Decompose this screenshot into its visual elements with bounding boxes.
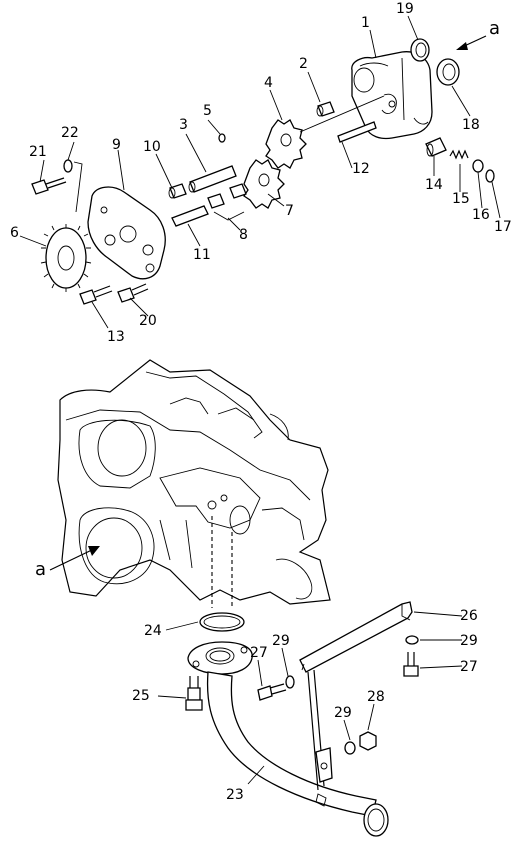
seal-ring-part bbox=[410, 38, 430, 62]
bolt-21-part bbox=[31, 177, 67, 195]
callout-19: 19 bbox=[396, 1, 414, 17]
washer-22-part bbox=[63, 159, 83, 213]
callout-5: 5 bbox=[203, 103, 212, 119]
callout-16: 16 bbox=[472, 207, 490, 223]
callout-23: 23 bbox=[226, 787, 244, 803]
callout-9: 9 bbox=[112, 137, 121, 153]
callout-3: 3 bbox=[179, 117, 188, 133]
o-ring-part bbox=[199, 612, 245, 632]
callout-8: 8 bbox=[239, 227, 248, 243]
drive-shaft-part bbox=[188, 165, 237, 193]
view-marker-bottom: a bbox=[35, 559, 47, 580]
callout-2: 2 bbox=[299, 56, 308, 72]
callout-4: 4 bbox=[264, 75, 273, 91]
callout-11: 11 bbox=[193, 247, 211, 263]
bolt-27-left-part bbox=[257, 683, 287, 701]
bracket-part bbox=[299, 601, 413, 791]
pin-part bbox=[218, 133, 226, 143]
view-arrow-top bbox=[456, 35, 487, 50]
spring-part bbox=[449, 149, 469, 160]
pump-body-part bbox=[351, 51, 433, 140]
washer-part bbox=[485, 169, 495, 183]
callout-28: 28 bbox=[367, 689, 385, 705]
callout-27b: 27 bbox=[460, 659, 478, 675]
callout-1: 1 bbox=[361, 15, 370, 31]
engine-block-outline bbox=[57, 359, 331, 608]
view-marker-top: a bbox=[489, 18, 501, 39]
bolt-27-right-part bbox=[403, 652, 419, 677]
bolt-13-part bbox=[79, 285, 113, 305]
callout-13: 13 bbox=[107, 329, 125, 345]
callout-26: 26 bbox=[460, 608, 478, 624]
callout-25: 25 bbox=[132, 688, 150, 704]
pump-cover-part bbox=[87, 186, 166, 280]
callout-18: 18 bbox=[462, 117, 480, 133]
callout-10: 10 bbox=[143, 139, 161, 155]
bolt-20-part bbox=[117, 283, 149, 303]
callout-21: 21 bbox=[29, 144, 47, 160]
driven-gear-part bbox=[265, 95, 385, 169]
callout-6: 6 bbox=[10, 225, 19, 241]
cover-plate-part bbox=[436, 58, 460, 86]
callout-17: 17 bbox=[494, 219, 512, 235]
callout-20: 20 bbox=[139, 313, 157, 329]
callout-7: 7 bbox=[285, 203, 294, 219]
washer-29-left-part bbox=[285, 675, 295, 689]
view-arrow-bottom bbox=[49, 546, 100, 571]
callout-27a: 27 bbox=[250, 645, 268, 661]
nut-part bbox=[359, 731, 377, 751]
callout-14: 14 bbox=[425, 177, 443, 193]
callout-15: 15 bbox=[452, 191, 470, 207]
callout-22: 22 bbox=[61, 125, 79, 141]
idler-shaft-part bbox=[171, 205, 209, 227]
relief-valve-part bbox=[425, 137, 447, 157]
washer-29-right-part bbox=[405, 635, 419, 645]
bolt-25-part bbox=[185, 676, 203, 711]
callout-29a: 29 bbox=[272, 633, 290, 649]
bushing-pair-part bbox=[207, 183, 247, 221]
washer-29-bottom-part bbox=[344, 741, 356, 755]
suction-pipe-part bbox=[187, 641, 389, 837]
callout-24: 24 bbox=[144, 623, 162, 639]
drive-gear-part bbox=[243, 159, 285, 209]
timing-gear-part bbox=[40, 224, 92, 292]
shaft-part bbox=[337, 121, 377, 143]
leader-lines-bottom bbox=[157, 611, 463, 785]
callout-29b: 29 bbox=[460, 633, 478, 649]
callout-29c: 29 bbox=[334, 705, 352, 721]
leader-lines-top bbox=[19, 15, 501, 329]
bushing-part bbox=[316, 101, 335, 117]
callout-12: 12 bbox=[352, 161, 370, 177]
plug-part bbox=[472, 159, 484, 173]
